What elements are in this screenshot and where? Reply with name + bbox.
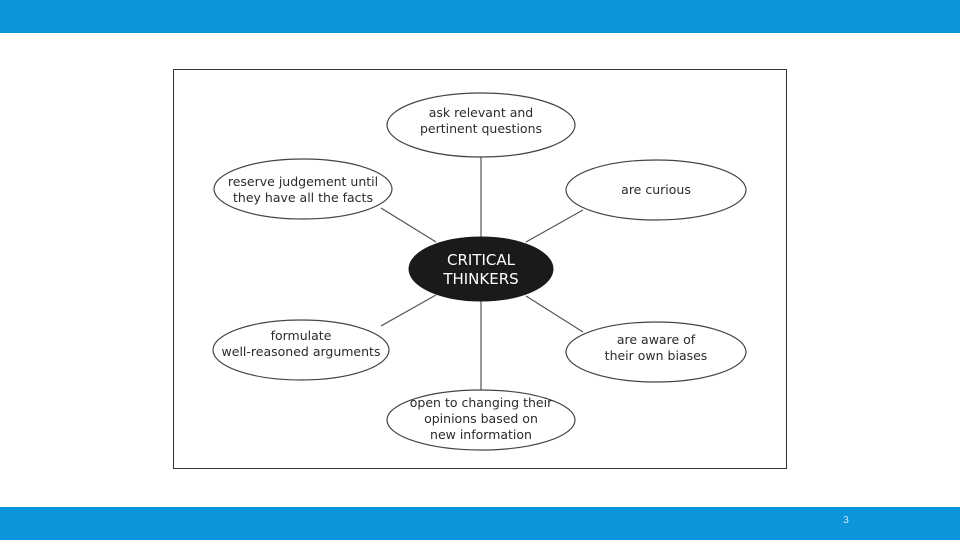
slide-page-number: 3: [843, 515, 849, 526]
bubble-ask: [386, 92, 576, 158]
ask-text-line2: pertinent questions: [420, 121, 542, 136]
bubble-formulate: [212, 319, 390, 381]
reserve-text-line2: they have all the facts: [233, 190, 373, 205]
ask-text-line1: ask relevant and: [429, 105, 533, 120]
biases-text-line2: their own biases: [605, 348, 708, 363]
connector-reserve: [380, 207, 437, 243]
mind-map-figure: CRITICAL THINKERS ask relevant and perti…: [173, 69, 787, 469]
bubble-open: [386, 389, 576, 451]
center-bubble: [408, 236, 554, 302]
bottom-accent-bar: 3: [0, 507, 960, 540]
formulate-text-line1: formulate: [271, 328, 332, 343]
bubble-curious: [565, 159, 747, 221]
open-text-line3: new information: [430, 427, 532, 442]
reserve-text-line1: reserve judgement until: [228, 174, 378, 189]
bubble-reserve: [213, 158, 393, 220]
biases-text-line1: are aware of: [617, 332, 696, 347]
center-title-line1: CRITICAL: [447, 251, 516, 269]
center-title-line2: THINKERS: [442, 270, 518, 288]
curious-text-line1: are curious: [621, 182, 691, 197]
mind-map-diagram: CRITICAL THINKERS ask relevant and perti…: [212, 92, 747, 451]
open-text-line2: opinions based on: [424, 411, 538, 426]
bubble-biases: [565, 321, 747, 383]
connector-curious: [525, 209, 584, 243]
connector-biases: [525, 295, 584, 333]
connector-formulate: [380, 294, 437, 327]
top-accent-bar: [0, 0, 960, 33]
formulate-text-line2: well-reasoned arguments: [222, 344, 381, 359]
open-text-line1: open to changing their: [410, 395, 553, 410]
